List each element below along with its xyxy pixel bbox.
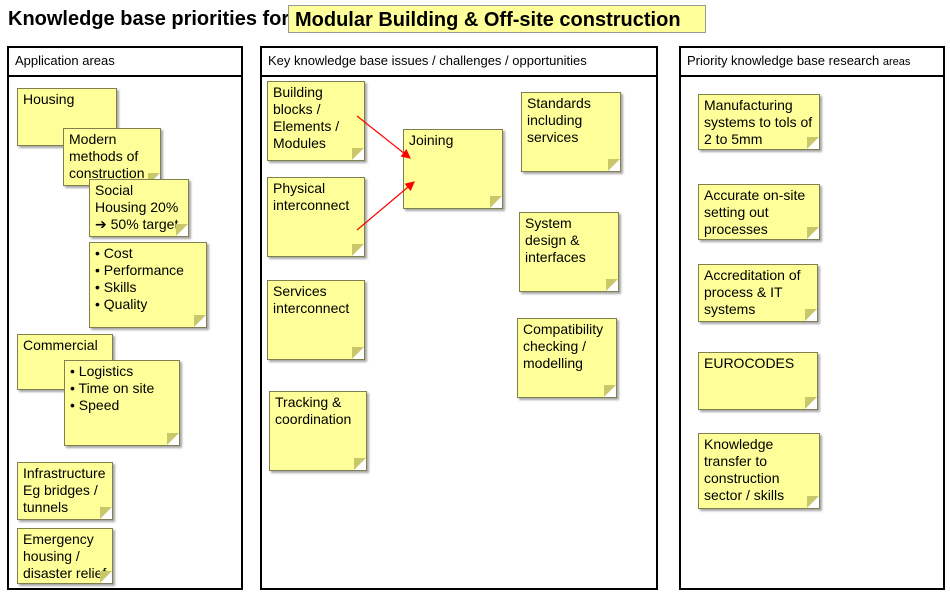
note-text-line: Eg bridges / [23,482,98,498]
note-text-line: • Time on site [70,380,155,396]
note-text-line: • Logistics [70,363,134,379]
note-text-line: EUROCODES [704,355,795,371]
note-text-line: Infrastructure [23,465,106,481]
note-text-line: blocks / [273,101,321,117]
note-text-line: Housing 20% [95,199,179,215]
note-text-line: ➔ 50% target [95,216,179,232]
note-text-line: checking / [523,338,587,354]
panel-heading-small: areas [882,56,911,68]
note-text-line: Accurate on-site [704,187,806,203]
note-text-line: Emergency [23,531,94,547]
note-text-line: Knowledge [704,436,774,452]
note-text-line: processes [704,221,768,237]
note-text-line: including [527,112,583,128]
note-text-line: transfer to [704,453,768,469]
topic-highlight: Modular Building & Off-site construction [288,5,706,33]
note-text-line: Compatibility [523,321,604,337]
note-text-line: Housing [23,91,75,107]
arrow-blocks-to-joining [356,115,411,159]
note-text-line: Standards [527,95,591,111]
note-criteria: • Cost• Performance• Skills• Quality [89,242,207,328]
page-title: Knowledge base priorities for [8,8,290,30]
panel-heading-main: Priority knowledge base research [687,53,880,68]
panel-heading: Priority knowledge base research areas [681,48,943,77]
note-text-line: Building [273,84,323,100]
note-text-line: interconnect [273,300,350,316]
panel-heading: Application areas [9,48,241,77]
note-text-line: process & IT [704,284,783,300]
note-text-line: • Performance [95,262,184,278]
note-text-line: Social [95,182,134,198]
note-text-line: System [525,215,572,231]
note-text-line: housing / [23,548,80,564]
note-text-line: 2 to 5mm [704,131,763,147]
arrow-physical-to-joining [356,181,415,231]
note-text-line: Elements / [273,118,340,134]
note-text-line: Physical [273,180,326,196]
note-text-line: disaster relief [23,565,107,581]
note-text-line: sector / skills [704,487,785,503]
note-text-line: Accreditation of [704,267,801,283]
panel-heading: Key knowledge base issues / challenges /… [262,48,656,77]
note-text-line: systems to tols of [704,114,813,130]
note-joining: Joining [403,129,503,209]
note-text-line: • Quality [95,296,148,312]
note-text-line: setting out [704,204,769,220]
note-text-line: Modules [273,135,326,151]
note-text-line: methods of [69,148,139,164]
note-text-line: construction [704,470,780,486]
note-text-line: systems [704,301,756,317]
note-logistics: • Logistics• Time on site• Speed [64,360,180,446]
note-text-line: Modern [69,131,117,147]
note-text-line: Services [273,283,327,299]
note-tracking: Tracking &coordination [269,391,367,471]
note-text-line: • Skills [95,279,137,295]
note-text-line: interfaces [525,249,586,265]
note-text-line: construction [69,165,145,181]
note-text-line: • Cost [95,245,133,261]
note-text-line: • Speed [70,397,120,413]
note-text-line: modelling [523,355,583,371]
note-eurocodes: EUROCODES [698,352,818,410]
note-text-line: Commercial [23,337,98,353]
note-text-line: Manufacturing [704,97,793,113]
note-text-line: coordination [275,411,352,427]
note-text-line: tunnels [23,499,69,515]
note-text-line: Joining [409,132,454,148]
note-text-line: design & [525,232,580,248]
note-text-line: Tracking & [275,394,342,410]
note-text-line: services [527,129,579,145]
note-text-line: interconnect [273,197,350,213]
